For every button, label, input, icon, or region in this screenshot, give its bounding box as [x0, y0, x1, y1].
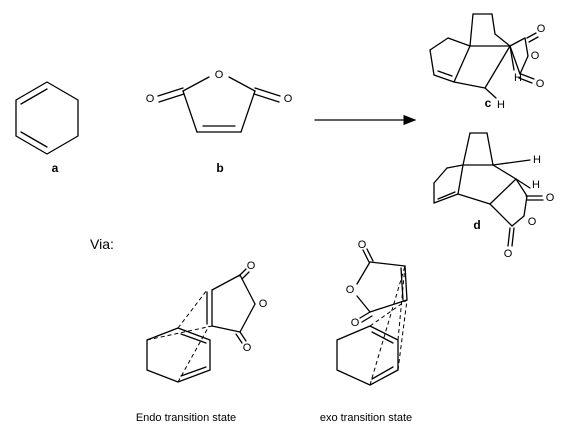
label-c: c	[485, 96, 492, 110]
oxygen-atom: O	[215, 69, 224, 81]
via-label: Via:	[90, 236, 114, 252]
oxygen-atom: O	[504, 248, 513, 260]
oxygen-atom: O	[284, 93, 293, 105]
label-b: b	[216, 161, 223, 175]
hydrogen-atom: H	[532, 179, 540, 191]
exo-transition-state: O O O exo transition state	[320, 239, 412, 424]
oxygen-atom: O	[536, 78, 545, 90]
hydrogen-atom: H	[533, 154, 541, 166]
label-a: a	[52, 161, 59, 175]
oxygen-atom: O	[247, 260, 256, 272]
endo-transition-state: O O O Endo transition state	[136, 260, 268, 424]
compound-b-maleic-anhydride: O O O b	[146, 69, 293, 175]
oxygen-atom: O	[531, 50, 540, 62]
oxygen-atom: O	[546, 192, 555, 204]
hydrogen-atom: H	[497, 99, 505, 111]
oxygen-atom: O	[146, 93, 155, 105]
oxygen-atom: O	[358, 239, 367, 251]
oxygen-atom: O	[243, 342, 252, 354]
compound-c-endo-adduct: O O O H H c	[429, 13, 546, 111]
oxygen-atom: O	[537, 23, 546, 35]
label-d: d	[473, 218, 480, 232]
compound-a-cyclohexadiene: a	[15, 81, 79, 175]
oxygen-atom: O	[351, 317, 360, 329]
oxygen-atom: O	[346, 284, 355, 296]
hydrogen-atom: H	[514, 72, 522, 84]
compound-d-exo-adduct: H H O O O d	[433, 132, 555, 260]
oxygen-atom: O	[528, 216, 537, 228]
oxygen-atom: O	[259, 298, 268, 310]
exo-caption: exo transition state	[320, 412, 412, 424]
endo-caption: Endo transition state	[136, 412, 236, 424]
